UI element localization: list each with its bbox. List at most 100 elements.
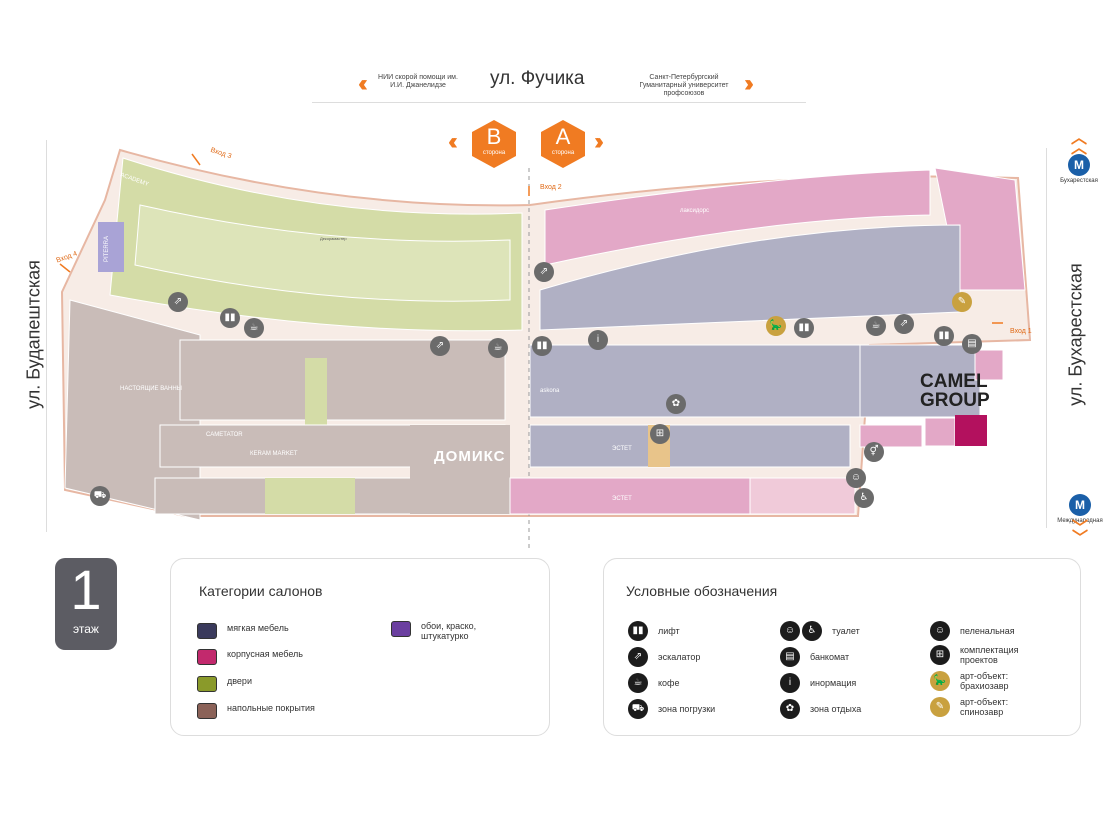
zone-a-case-702	[924, 417, 956, 447]
elevator-icon[interactable]: ▮▮	[934, 326, 954, 346]
piterra-label: PITERRA	[104, 236, 110, 262]
category-label: корпусная мебель	[227, 649, 303, 659]
metro-south-label: Международная	[1057, 518, 1103, 524]
paint-roller-icon	[391, 621, 411, 637]
category-label: обои, краско, штукатурко	[421, 621, 477, 641]
legend-rest: ✿ зона отдыха	[780, 699, 861, 719]
brachiosaurus-icon[interactable]: 🦕	[766, 316, 786, 336]
zone-a-case-small	[859, 424, 923, 448]
floor-map: PITERRA ACADEMY лаксидорс ЭСТЕТ askona Э…	[59, 148, 1032, 548]
toilet-icon[interactable]: ⚥	[864, 442, 884, 462]
legend-label: кофе	[658, 678, 680, 688]
zone-domiks	[410, 425, 510, 514]
camel-group-text: CAMEL GROUP	[920, 371, 990, 411]
atm-icon[interactable]: ▤	[962, 334, 982, 354]
chevron-down-icon: ﹀﹀	[1071, 520, 1088, 547]
zone-a-case-bottom	[509, 477, 751, 515]
legend-spino: ✎ арт-объект: спинозавр	[930, 697, 1060, 717]
zone-piterra	[98, 222, 124, 272]
floor-tile-icon	[197, 703, 217, 719]
escalator-icon: ⇗	[628, 647, 648, 667]
category-label: мягкая мебель	[227, 623, 289, 633]
elevator-icon[interactable]: ▮▮	[532, 336, 552, 356]
escalator-icon[interactable]: ⇗	[430, 336, 450, 356]
coffee-icon[interactable]: ☕	[488, 338, 508, 358]
metro-south: M Международная ﹀﹀	[1052, 494, 1108, 547]
legend-info: i инормация	[780, 673, 856, 693]
legend-label: зона погрузки	[658, 704, 716, 714]
escalator-icon[interactable]: ⇗	[534, 262, 554, 282]
categories-panel: Категории салонов мягкая мебель корпусна…	[170, 558, 550, 736]
elevator-icon: ▮▮	[628, 621, 648, 641]
legend-label: туалет	[832, 626, 860, 636]
zone-b-doors-inner	[134, 204, 511, 302]
project-kit-icon: ⊞	[930, 645, 950, 665]
entrance-4-arrow	[59, 263, 71, 273]
top-street-name: ул. Фучика	[490, 68, 585, 89]
estet-label-lower: ЭСТЕТ	[612, 496, 632, 502]
info-icon[interactable]: i	[588, 330, 608, 350]
elevator-icon[interactable]: ▮▮	[794, 318, 814, 338]
category-doors: двери	[197, 676, 252, 692]
loading-zone-icon[interactable]: ⛟	[90, 486, 110, 506]
coffee-icon: ☕	[628, 673, 648, 693]
accessibility-icon[interactable]: ♿	[854, 488, 874, 508]
escalator-icon[interactable]: ⇗	[168, 292, 188, 312]
entrance-1-label: Вход 1	[1010, 328, 1032, 335]
legend-label: инормация	[810, 678, 857, 688]
zone-a-soft-lower	[529, 424, 851, 468]
sofa-icon	[197, 623, 217, 639]
legend-projects: ⊞ комплектация проектов	[930, 645, 1060, 665]
baby-changing-icon[interactable]: ☺	[846, 468, 866, 488]
zone-b-doors-bottom	[265, 478, 355, 514]
laksidors-label: лаксидорс	[680, 208, 709, 214]
legend-label: эскалатор	[658, 652, 701, 662]
category-case-furniture: корпусная мебель	[197, 649, 303, 665]
category-soft-furniture: мягкая мебель	[197, 623, 289, 639]
spinosaurus-icon: ✎	[930, 697, 950, 717]
legend-loading: ⛟ зона погрузки	[628, 699, 715, 719]
info-icon: i	[780, 673, 800, 693]
coffee-icon[interactable]: ☕	[244, 318, 264, 338]
baby-changing-icon: ☺	[780, 621, 800, 641]
category-label: двери	[227, 676, 252, 686]
category-label: напольные покрытия	[227, 703, 315, 713]
floor-number: 1	[70, 558, 102, 621]
right-street-line	[1046, 148, 1047, 528]
top-street: ‹‹ НИИ скорой помощи им. И.И. Джанелидзе…	[0, 68, 1120, 104]
brachiosaurus-icon: 🦕	[930, 671, 950, 691]
legend-toilet: ☺ ♿ туалет	[780, 621, 860, 641]
legend-elevator: ▮▮ лифт	[628, 621, 680, 641]
legend-label: банкомат	[810, 652, 850, 662]
cametator-label: САМЕТАТОR	[206, 432, 243, 438]
legend-coffee: ☕ кофе	[628, 673, 679, 693]
legend-label: зона отдыха	[810, 704, 862, 714]
legend-panel: Условные обозначения ▮▮ лифт ⇗ эскалатор…	[603, 558, 1081, 736]
door-icon	[197, 676, 217, 692]
domiks-logo: ДОМИКС	[434, 448, 506, 465]
toilet-icon: ♿	[802, 621, 822, 641]
rest-zone-icon[interactable]: ✿	[666, 394, 686, 414]
project-kit-icon[interactable]: ⊞	[650, 424, 670, 444]
street-divider	[312, 102, 806, 103]
metro-north: ︿︿ M Бухарестская	[1054, 131, 1104, 185]
entrance-2-label: Вход 2	[540, 184, 562, 191]
legend-label: пеленальная	[960, 626, 1015, 636]
spinosaurus-icon[interactable]: ✎	[952, 292, 972, 312]
side-a-letter: A	[555, 124, 571, 149]
side-a-label: сторона	[551, 150, 575, 156]
zone-a-case-top	[544, 169, 931, 266]
elevator-icon[interactable]: ▮▮	[220, 308, 240, 328]
zone-a-soft-right	[859, 344, 981, 418]
metro-icon: M	[1068, 154, 1090, 176]
keram-market-label: КЕRAM MARKET	[250, 451, 298, 457]
side-b-badge: B сторона	[472, 120, 516, 168]
legend-brachio: 🦕 арт-объект: брахиозавр	[930, 671, 1060, 691]
coffee-icon[interactable]: ☕	[866, 316, 886, 336]
floor-label: этаж	[73, 622, 99, 636]
legend-label: арт-объект: спинозавр	[960, 697, 1009, 717]
escalator-icon[interactable]: ⇗	[894, 314, 914, 334]
zone-a-soft-upper	[539, 224, 961, 331]
left-street-line	[46, 140, 47, 532]
zone-b-flooring-mid	[179, 339, 506, 421]
